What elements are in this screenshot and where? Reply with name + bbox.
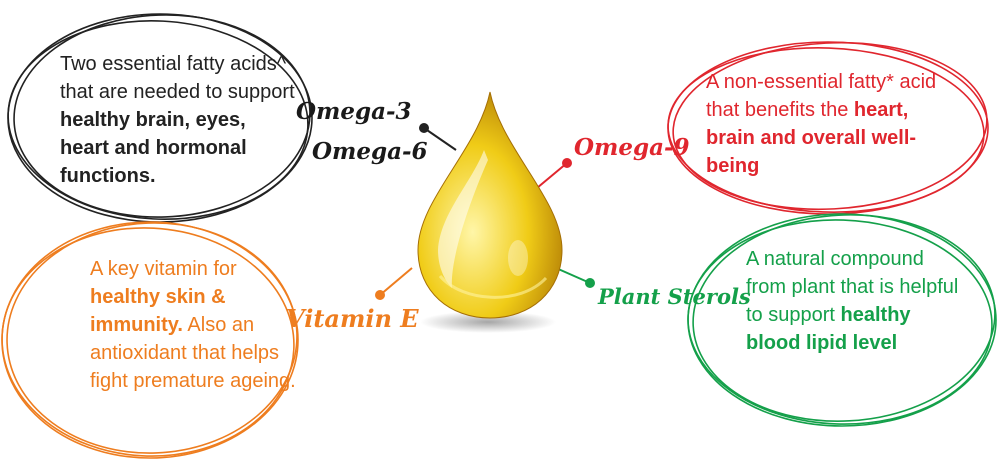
vitamin-e-description: A key vitamin for healthy skin & immunit… (90, 255, 300, 395)
omega-9-label: Omega-9 (574, 134, 690, 161)
omega9-description: A non-essential fatty* acid that benefit… (706, 68, 956, 180)
omega9-text-bold: heart, brain and overall well-being (706, 99, 917, 177)
plant-sterols-description: A natural compound from plant that is he… (746, 245, 966, 357)
connector-omega9 (536, 158, 572, 189)
omega-6-label: Omega-6 (312, 138, 428, 165)
omega36-text-plain: Two essential fatty acids^ that are need… (60, 53, 295, 103)
omega36-text-bold: healthy brain, eyes, heart and hormonal … (60, 109, 247, 187)
connector-vitamin-e (375, 267, 413, 300)
oil-drop-icon (417, 91, 563, 333)
omega9-text-plain: A non-essential fatty* acid that benefit… (706, 71, 937, 121)
connector-omega36 (419, 123, 457, 151)
bubble-plant-sterols (687, 213, 997, 427)
omega-3-label: Omega-3 (296, 98, 412, 125)
vitamin-e-text-plain-2: Also an antioxidant that helps fight pre… (90, 314, 296, 392)
vitamin-e-label: Vitamin E (286, 304, 419, 333)
plant-sterols-label: Plant Sterols (598, 284, 751, 309)
connector-plant-sterols (555, 267, 595, 288)
plant-sterols-text-bold: healthy blood lipid level (746, 304, 911, 354)
omega36-description: Two essential fatty acids^ that are need… (60, 50, 300, 190)
plant-sterols-text-plain: A natural compound from plant that is he… (746, 248, 959, 326)
vitamin-e-text-bold: healthy skin & immunity. (90, 286, 226, 336)
vitamin-e-text-plain-1: A key vitamin for (90, 258, 237, 280)
bubble-vitamin-e (1, 221, 299, 459)
